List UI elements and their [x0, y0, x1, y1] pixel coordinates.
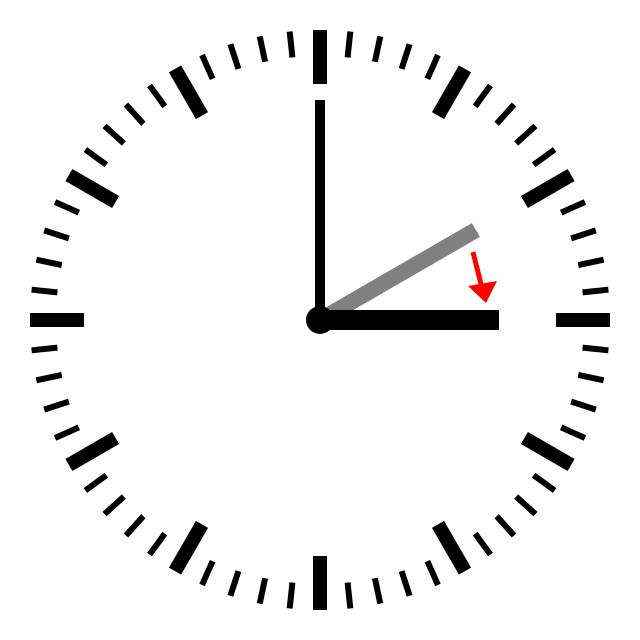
- minute-tick: [31, 344, 58, 354]
- center-hub: [306, 306, 334, 334]
- minute-tick: [582, 286, 609, 296]
- hour-tick: [168, 520, 209, 575]
- minute-tick: [344, 582, 354, 609]
- minute-tick: [371, 577, 384, 605]
- minute-tick: [398, 570, 413, 597]
- minute-tick: [371, 35, 384, 63]
- minute-tick: [514, 494, 538, 517]
- hour-tick: [65, 168, 120, 209]
- minute-tick: [53, 424, 81, 441]
- minute-tick: [31, 286, 58, 296]
- minute-tick: [472, 83, 493, 109]
- minute-tick: [83, 472, 109, 493]
- minute-tick: [102, 494, 126, 517]
- clock-ticks: [30, 30, 610, 610]
- minute-tick: [227, 43, 242, 70]
- minute-tick: [227, 570, 242, 597]
- minute-tick: [514, 123, 538, 146]
- minute-tick: [344, 31, 354, 58]
- minute-tick: [472, 531, 493, 557]
- minute-tick: [570, 227, 597, 242]
- hour-tick: [520, 431, 575, 472]
- minute-tick: [398, 43, 413, 70]
- old-hour-hand: [316, 223, 480, 327]
- minute-tick: [494, 514, 517, 538]
- minute-tick: [286, 31, 296, 58]
- hour-tick: [168, 65, 209, 120]
- minute-tick: [83, 147, 109, 168]
- minute-tick: [494, 102, 517, 126]
- minute-tick: [147, 531, 168, 557]
- minute-tick: [286, 582, 296, 609]
- minute-tick: [53, 199, 81, 216]
- minute-tick: [570, 398, 597, 413]
- hour-tick: [65, 431, 120, 472]
- minute-tick: [559, 424, 587, 441]
- minute-tick: [35, 256, 63, 269]
- minute-tick: [531, 472, 557, 493]
- hour-tick: [431, 65, 472, 120]
- minute-tick: [424, 559, 441, 587]
- minute-tick: [582, 344, 609, 354]
- minute-tick: [199, 559, 216, 587]
- minute-tick: [256, 35, 269, 63]
- minute-tick: [531, 147, 557, 168]
- hour-tick: [431, 520, 472, 575]
- minute-tick: [147, 83, 168, 109]
- minute-tick: [102, 123, 126, 146]
- minute-tick: [123, 102, 146, 126]
- minute-tick: [256, 577, 269, 605]
- minute-tick: [577, 371, 605, 384]
- time-change-arrow-icon: [468, 251, 497, 303]
- minute-tick: [43, 227, 70, 242]
- minute-tick: [577, 256, 605, 269]
- minute-tick: [424, 53, 441, 81]
- hour-tick: [520, 168, 575, 209]
- minute-tick: [123, 514, 146, 538]
- minute-tick: [199, 53, 216, 81]
- minute-tick: [559, 199, 587, 216]
- minute-tick: [43, 398, 70, 413]
- minute-tick: [35, 371, 63, 384]
